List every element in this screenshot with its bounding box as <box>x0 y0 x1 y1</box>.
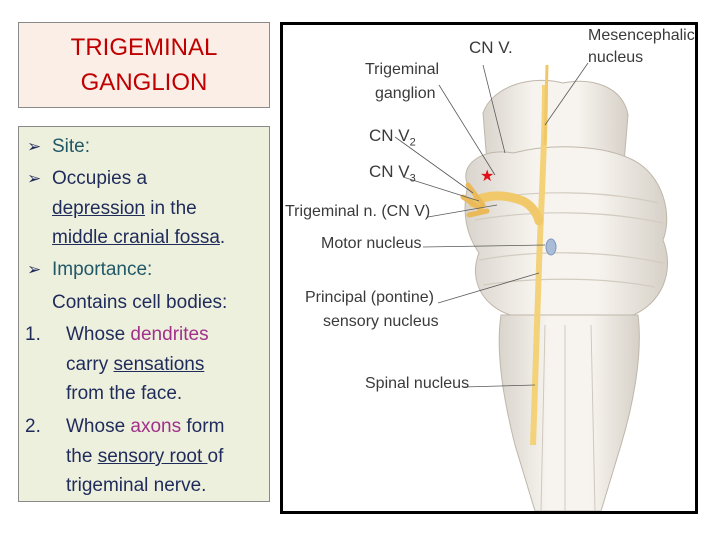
item-2-line-1: Whose axons form <box>66 415 224 439</box>
trigeminal-nerve <box>468 191 544 226</box>
whose-text: Whose <box>66 416 131 437</box>
fossa-line: middle cranial fossa. <box>52 226 225 250</box>
axons-term: axons <box>130 416 182 437</box>
label-mesencephalic-1: Mesencephalic <box>588 27 695 44</box>
sensations-term: sensations <box>113 354 205 375</box>
carry-text: carry <box>66 354 114 375</box>
depression-line: depression in the <box>52 197 197 221</box>
brainstem-illustration: ★ <box>394 62 668 511</box>
contains-line: Contains cell bodies: <box>52 292 228 313</box>
label-spinal-nucleus: Spinal nucleus <box>365 375 470 392</box>
depression-term: depression <box>52 198 145 219</box>
middle-cranial-fossa-term: middle cranial fossa <box>52 227 220 248</box>
site-heading: Site: <box>52 136 91 157</box>
brainstem-figure: ★ CN V. Mesencephalic nucleus Trigeminal… <box>280 22 698 514</box>
item-2-line-3: trigeminal nerve. <box>66 475 207 496</box>
label-principal-2: sensory nucleus <box>323 313 439 330</box>
ganglion-branches <box>460 182 490 218</box>
form-text: form <box>181 416 225 437</box>
arrow-bullet-icon: ➢ <box>27 260 42 279</box>
title-line-1: TRIGEMINAL <box>70 34 218 61</box>
label-trigeminal-ganglion-1: Trigeminal <box>365 61 440 78</box>
cnv3-subscript: 3 <box>409 172 416 185</box>
label-cn5: CN V. <box>469 38 513 57</box>
cnv2-text: CN V <box>369 126 410 145</box>
label-cnv2: CN V2 <box>369 127 416 151</box>
the-text: the <box>66 446 98 467</box>
content-box: ➢ Site: ➢ Occupies a depression in the m… <box>18 126 270 502</box>
sensory-root-term: sensory root <box>97 446 208 467</box>
label-motor-nucleus: Motor nucleus <box>321 235 422 252</box>
arrow-bullet-icon: ➢ <box>27 169 42 188</box>
item-1-line-3: from the face. <box>66 383 183 404</box>
mesencephalic-tract <box>543 64 549 146</box>
cnv2-subscript: 2 <box>409 136 416 149</box>
leader-lines <box>394 62 589 388</box>
in-the-text: in the <box>144 198 197 219</box>
label-trigeminal-nerve: Trigeminal n. (CN V) <box>285 203 431 220</box>
title-line-2: GANGLION <box>80 69 208 96</box>
red-star-icon: ★ <box>480 166 494 185</box>
pons-ridges <box>474 192 664 288</box>
label-principal-1: Principal (pontine) <box>305 289 434 306</box>
medulla-columns <box>540 324 596 511</box>
label-trigeminal-ganglion-2: ganglion <box>375 85 436 102</box>
medulla-shape <box>498 314 640 511</box>
title-box: TRIGEMINAL GANGLION <box>18 22 270 108</box>
item-number-1: 1. <box>25 324 41 345</box>
item-number-2: 2. <box>25 416 41 437</box>
label-mesencephalic-2: nucleus <box>588 49 644 66</box>
arrow-bullet-icon: ➢ <box>27 137 42 156</box>
item-2-line-2: the sensory root of <box>66 445 223 469</box>
item-1-line-2: carry sensations <box>66 353 204 377</box>
motor-nucleus <box>545 238 557 256</box>
pons-shape <box>464 146 668 318</box>
of-text: of <box>207 446 224 467</box>
slide-title: TRIGEMINAL GANGLION <box>71 30 218 100</box>
item-1-line-1: Whose dendrites <box>66 323 209 347</box>
occupies-line: Occupies a <box>52 168 148 189</box>
period-text: . <box>219 227 226 248</box>
dendrites-term: dendrites <box>130 324 209 345</box>
importance-heading: Importance: <box>52 259 153 280</box>
whose-text: Whose <box>66 324 131 345</box>
label-cnv3: CN V3 <box>369 163 416 187</box>
cnv3-text: CN V <box>369 162 410 181</box>
